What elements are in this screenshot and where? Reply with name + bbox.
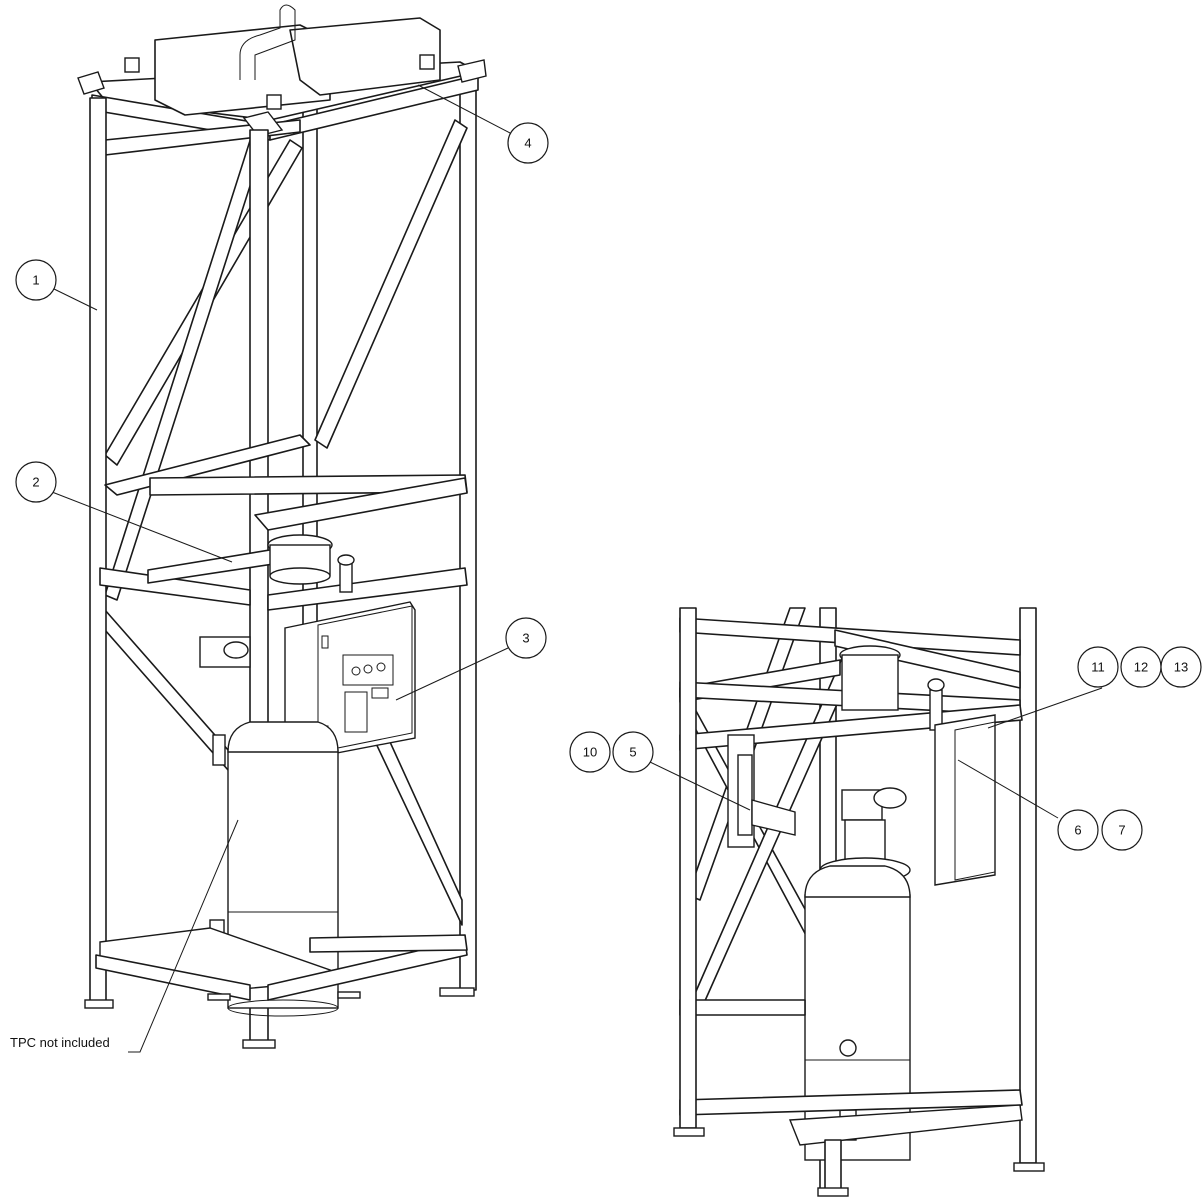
corner-casting <box>457 59 487 83</box>
actuator-knob <box>223 641 249 659</box>
leader-6 <box>957 759 1059 819</box>
detail-lower-rail-left <box>679 999 806 1016</box>
left-frame-assembly <box>77 4 487 1049</box>
detail-cylinder-top <box>804 865 911 898</box>
detail-actuator-shaft <box>737 754 753 836</box>
foot-plate <box>242 1039 276 1049</box>
callout-10: 10 <box>569 731 611 773</box>
leader-1 <box>51 287 98 311</box>
foot-plate <box>207 993 231 1001</box>
lifting-beam-left <box>154 24 331 116</box>
lifting-beam-right <box>289 17 441 96</box>
lifting-hook <box>239 4 296 80</box>
control-button <box>351 666 361 676</box>
detail-beacon-light <box>927 678 945 692</box>
outlet-flange-lower <box>269 567 331 585</box>
detail-upper-rail-2 <box>834 629 1021 689</box>
control-panel-lower-plate <box>344 691 368 733</box>
tpc-valve <box>212 734 226 766</box>
tpc-not-included-note: TPC not included <box>10 1035 110 1050</box>
diagonal-brace-3 <box>104 124 269 601</box>
callout-1-label: 1 <box>32 273 39 288</box>
detail-foot-plate <box>1013 1162 1045 1172</box>
rear-post-right <box>459 84 477 991</box>
beacon-post <box>339 561 353 593</box>
callout-11-label: 11 <box>1091 660 1105 675</box>
callout-10-label: 10 <box>583 745 597 760</box>
callout-12-label: 12 <box>1134 660 1148 675</box>
callout-5-label: 5 <box>629 745 636 760</box>
corner-casting <box>77 71 105 95</box>
detail-control-box <box>934 714 996 886</box>
beacon-light <box>337 554 355 566</box>
door-hinge <box>321 635 329 649</box>
leader-5 <box>649 761 751 811</box>
callout-4-label: 4 <box>524 136 531 151</box>
detail-center-knob <box>873 787 907 809</box>
detail-cylinder-port <box>839 1039 857 1057</box>
callout-1: 1 <box>15 259 57 301</box>
callout-6: 6 <box>1057 809 1099 851</box>
control-button <box>376 662 386 672</box>
leader-lines <box>51 84 1103 1053</box>
tpc-cylinder-base <box>227 999 339 1017</box>
leader-2 <box>51 491 233 563</box>
callout-7: 7 <box>1101 809 1143 851</box>
front-post-left <box>89 97 107 1004</box>
base-rail-back <box>309 934 468 953</box>
detail-outlet-body <box>841 654 899 711</box>
detail-foot-plate <box>817 1187 849 1197</box>
detail-actuator-box <box>751 799 796 836</box>
callout-12: 12 <box>1120 646 1162 688</box>
diagonal-brace-2 <box>314 119 468 449</box>
callout-2: 2 <box>15 461 57 503</box>
callout-11: 11 <box>1077 646 1119 688</box>
foot-plate <box>439 987 475 997</box>
base-rail-front-right <box>267 939 468 1001</box>
leader-tpc <box>128 819 239 1053</box>
mid-frame-lower-right <box>267 567 468 611</box>
corner-pad <box>124 57 140 73</box>
tpc-cylinder-top <box>227 721 339 753</box>
callout-5: 5 <box>612 731 654 773</box>
detail-foot-plate <box>673 1127 705 1137</box>
leader-11 <box>987 687 1103 729</box>
detail-post-front <box>679 607 697 1129</box>
detail-control-box-side <box>954 721 996 881</box>
base-rail-front-left <box>95 954 251 1001</box>
diagonal-brace-5 <box>371 719 463 926</box>
leader-3 <box>395 647 509 701</box>
leader-4 <box>417 84 511 134</box>
callout-6-label: 6 <box>1074 823 1081 838</box>
callout-4: 4 <box>507 122 549 164</box>
detail-base-platform <box>788 1104 1023 1146</box>
callout-3: 3 <box>505 617 547 659</box>
control-panel-display <box>371 687 389 699</box>
corner-pad <box>266 94 282 110</box>
callout-13: 13 <box>1160 646 1202 688</box>
callout-2-label: 2 <box>32 475 39 490</box>
detail-post-stub <box>824 1139 842 1194</box>
right-detail-assembly <box>673 607 1045 1197</box>
control-panel-button-plate <box>342 654 394 686</box>
foot-plate <box>337 991 361 999</box>
detail-post-right <box>1019 607 1037 1164</box>
callout-13-label: 13 <box>1174 660 1188 675</box>
corner-pad <box>419 54 435 70</box>
mid-frame-upper-right <box>254 477 468 531</box>
callout-7-label: 7 <box>1118 823 1125 838</box>
mid-frame-lower-left <box>99 567 251 606</box>
foot-plate <box>84 999 114 1009</box>
control-button <box>363 664 373 674</box>
callout-3-label: 3 <box>522 631 529 646</box>
control-panel-door <box>317 605 413 753</box>
